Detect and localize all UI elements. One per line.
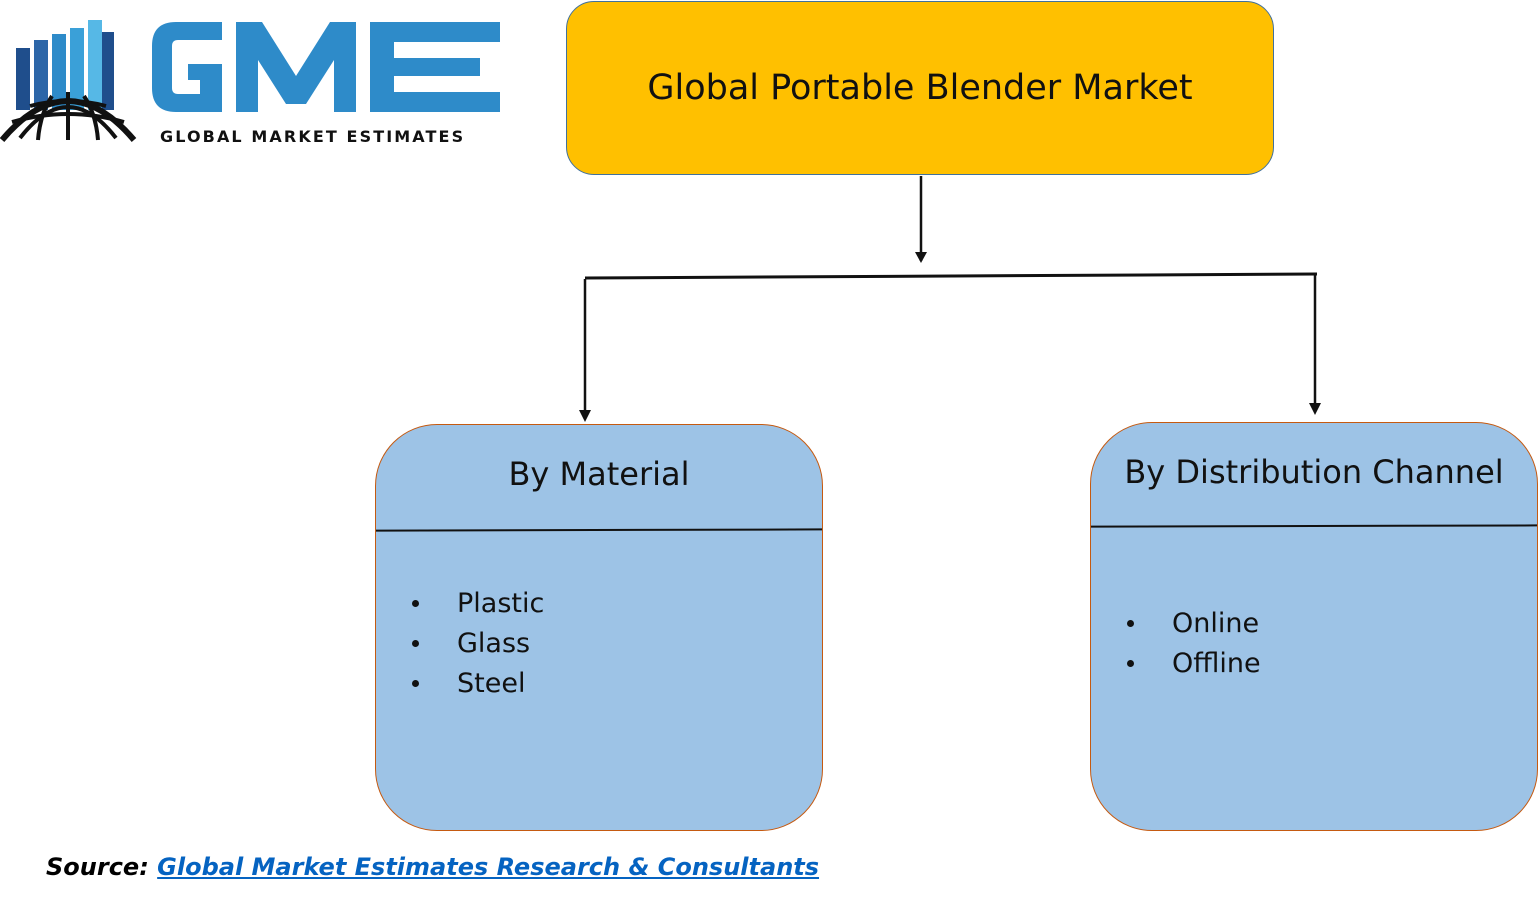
- source-link[interactable]: Global Market Estimates Research & Consu…: [157, 853, 820, 881]
- bullet-icon: [1127, 660, 1134, 667]
- right-arrowhead: [1309, 403, 1321, 415]
- left-arrowhead: [579, 410, 591, 422]
- segment-divider: [1091, 524, 1537, 528]
- bullet-icon: [1127, 620, 1134, 627]
- source-footer: Source: Global Market Estimates Research…: [46, 853, 819, 881]
- segment-distribution-box: By Distribution Channel Online Offline: [1090, 422, 1538, 831]
- segment-material-box: By Material Plastic Glass Steel: [375, 424, 823, 831]
- list-item-text: Plastic: [457, 588, 545, 619]
- bullet-icon: [412, 680, 419, 687]
- horizontal-connector: [584, 272, 1318, 280]
- root-title: Global Portable Blender Market: [647, 68, 1193, 108]
- root-node: Global Portable Blender Market: [566, 1, 1274, 175]
- list-item-text: Glass: [457, 628, 531, 659]
- logo-tagline: GLOBAL MARKET ESTIMATES: [160, 127, 466, 146]
- bullet-icon: [412, 600, 419, 607]
- segment-heading: By Material: [508, 455, 690, 493]
- segment-divider: [376, 528, 822, 532]
- list-item-text: Online: [1172, 608, 1260, 639]
- bullet-icon: [412, 640, 419, 647]
- list-item-text: Steel: [457, 668, 526, 699]
- globe-bar-chart-icon: [0, 20, 500, 142]
- root-arrowhead: [915, 252, 927, 263]
- list-item-text: Offline: [1172, 648, 1261, 679]
- gme-logo: GLOBAL MARKET ESTIMATES: [0, 14, 510, 149]
- segment-heading: By Distribution Channel: [1124, 453, 1504, 491]
- source-label: Source:: [46, 853, 149, 881]
